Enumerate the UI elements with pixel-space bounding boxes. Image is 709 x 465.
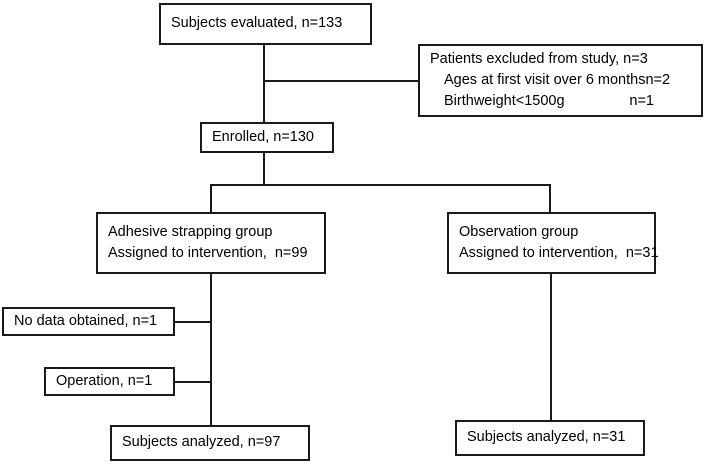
- node-enrolled: Enrolled, n=130: [200, 122, 334, 153]
- excluded-reason-age-label: Ages at first visit over 6 months: [444, 71, 646, 88]
- node-subjects-analyzed-adhesive: Subjects analyzed, n=97: [110, 425, 310, 461]
- node-adhesive-line-2: Assigned to intervention, n=99: [108, 245, 308, 261]
- node-observation-line-1: Observation group: [459, 223, 579, 240]
- excluded-reason-birthweight-label: Birthweight<1500g: [444, 93, 565, 109]
- connector-evaluated-to-enrolled: [263, 45, 265, 122]
- node-operation-line-1: Operation, n=1: [56, 372, 153, 389]
- node-patients-excluded-line-2: Ages at first visit over 6 months n=2: [420, 70, 701, 91]
- node-subjects-evaluated: Subjects evaluated, n=133: [159, 3, 372, 45]
- node-subjects-analyzed-observation: Subjects analyzed, n=31: [455, 420, 645, 456]
- connector-adhesive-to-operation: [175, 381, 212, 383]
- node-operation: Operation, n=1: [44, 367, 175, 396]
- connector-observation-to-analyzed: [550, 273, 552, 421]
- node-observation-line-2: Assigned to intervention, n=31: [459, 245, 659, 261]
- node-subjects-analyzed-observation-line-1: Subjects analyzed, n=31: [467, 429, 626, 446]
- node-no-data-obtained: No data obtained, n=1: [2, 307, 175, 336]
- connector-split-to-adhesive: [210, 184, 212, 213]
- node-adhesive-strapping-group: Adhesive strapping group Assigned to int…: [96, 212, 326, 274]
- node-enrolled-line-1: Enrolled, n=130: [212, 128, 314, 145]
- node-observation-group: Observation group Assigned to interventi…: [447, 212, 659, 274]
- node-no-data-obtained-line-1: No data obtained, n=1: [14, 312, 158, 329]
- node-subjects-evaluated-line-1: Subjects evaluated, n=133: [171, 15, 343, 32]
- node-adhesive-line-1: Adhesive strapping group: [108, 223, 273, 240]
- connector-evaluated-to-excluded: [263, 80, 420, 82]
- excluded-reason-age-value: n=2: [645, 71, 671, 88]
- node-patients-excluded: Patients excluded from study, n=3 Ages a…: [418, 44, 703, 117]
- connector-adhesive-to-analyzed: [210, 273, 212, 426]
- connector-split-to-observation: [549, 184, 551, 213]
- connector-group-split-bar: [210, 184, 551, 186]
- node-subjects-analyzed-adhesive-line-1: Subjects analyzed, n=97: [122, 434, 281, 451]
- connector-enrolled-down: [263, 153, 265, 185]
- node-patients-excluded-line-3: Birthweight<1500g n=1: [420, 91, 701, 112]
- excluded-reason-birthweight-value: n=1: [629, 93, 654, 109]
- node-patients-excluded-line-1: Patients excluded from study, n=3: [430, 50, 648, 67]
- connector-adhesive-to-no-data: [175, 321, 212, 323]
